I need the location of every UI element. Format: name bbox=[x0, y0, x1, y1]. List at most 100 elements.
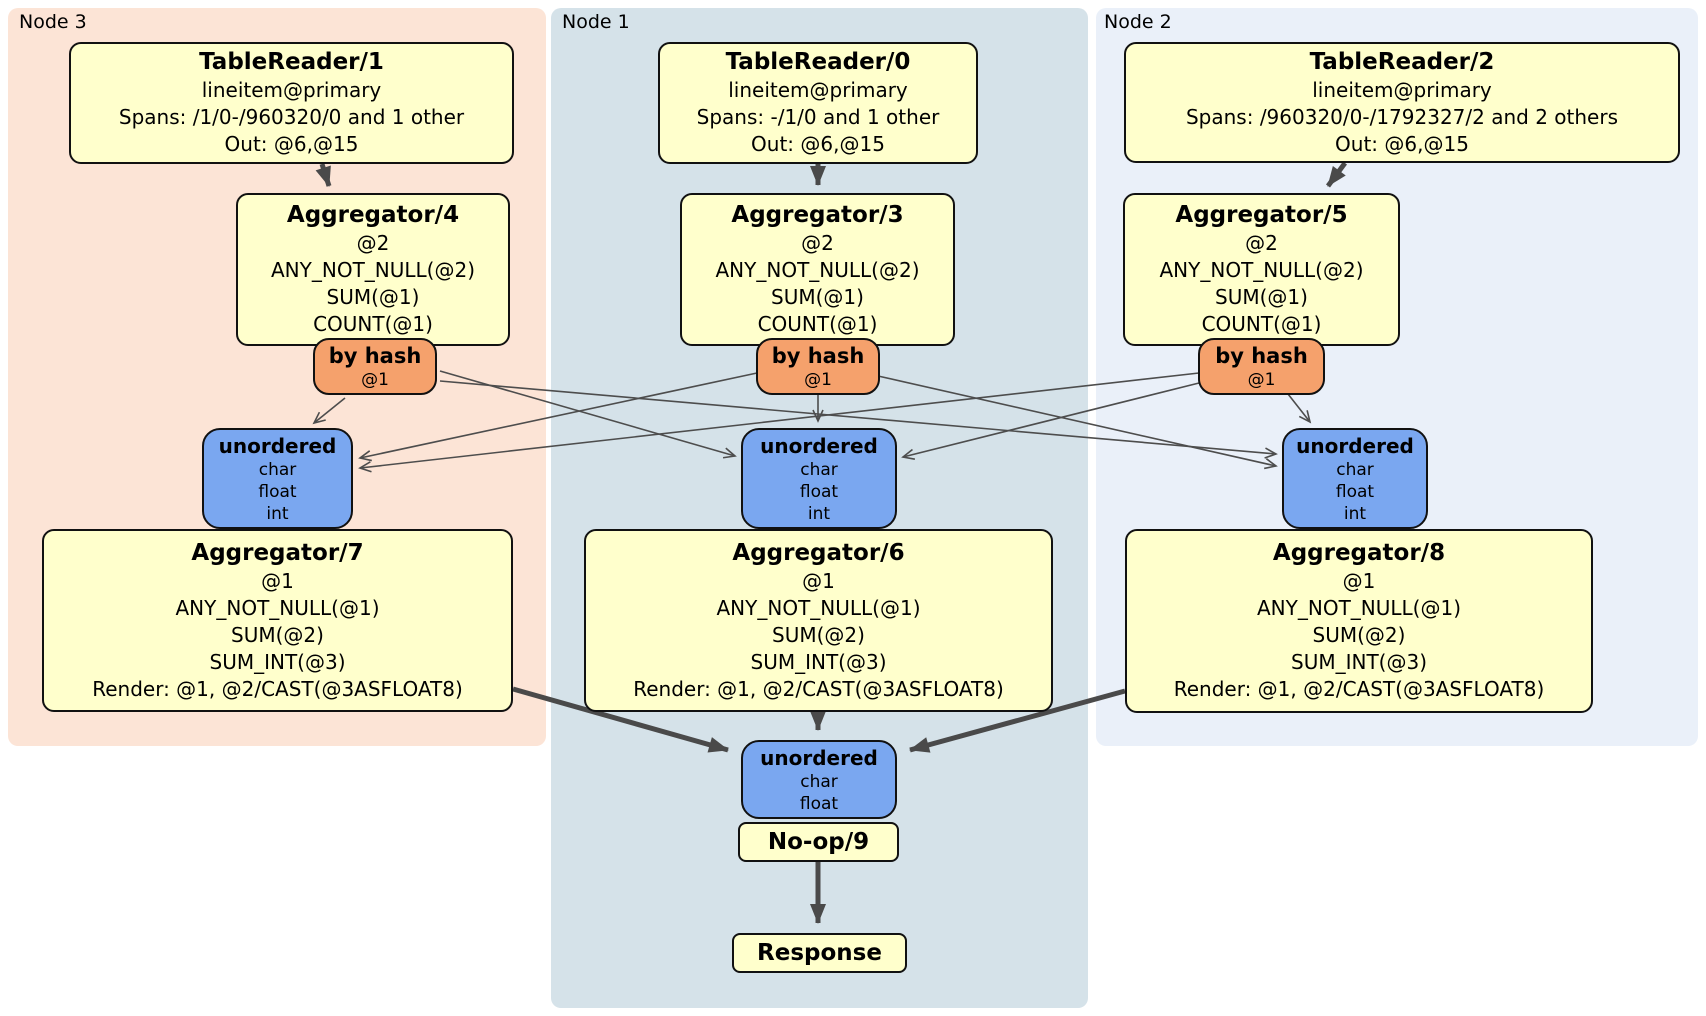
aggregator-3-box: Aggregator/3 @2 ANY_NOT_NULL(@2) SUM(@1)… bbox=[680, 193, 955, 346]
processor-line: lineitem@primary bbox=[728, 78, 908, 102]
processor-line: ANY_NOT_NULL(@2) bbox=[1159, 258, 1364, 282]
unordered-sync-final: unordered char float bbox=[741, 740, 897, 819]
node2-region-label: Node 2 bbox=[1104, 11, 1172, 33]
noop-9-box: No-op/9 bbox=[738, 822, 899, 862]
processor-line: Render: @1, @2/CAST(@3ASFLOAT8) bbox=[1173, 677, 1545, 701]
unordered-sync-node1: unordered char float int bbox=[741, 428, 897, 529]
processor-line: SUM(@1) bbox=[1215, 285, 1308, 309]
processor-line: COUNT(@1) bbox=[757, 312, 878, 336]
router-line: @1 bbox=[361, 369, 389, 390]
processor-line: SUM(@2) bbox=[772, 622, 865, 647]
edge-router2-sync2 bbox=[1287, 393, 1312, 424]
processor-line: COUNT(@1) bbox=[313, 312, 433, 336]
processor-line: Out: @6,@15 bbox=[751, 132, 885, 156]
processor-line: Out: @6,@15 bbox=[1335, 131, 1469, 156]
edge-router1-sync3 bbox=[358, 372, 758, 462]
router-line: @1 bbox=[804, 369, 832, 390]
edge-tablereader2-aggregator5 bbox=[1325, 161, 1348, 188]
by-hash-router-node2: by hash @1 bbox=[1198, 338, 1325, 395]
processor-title: Aggregator/5 bbox=[1175, 202, 1348, 228]
processor-line: @2 bbox=[1245, 231, 1278, 255]
aggregator-8-box: Aggregator/8 @1 ANY_NOT_NULL(@1) SUM(@2)… bbox=[1125, 529, 1593, 713]
sync-line: int bbox=[807, 503, 831, 524]
sync-title: unordered bbox=[1296, 433, 1414, 458]
tablereader-2-box: TableReader/2 lineitem@primary Spans: /9… bbox=[1124, 42, 1680, 163]
processor-line: @1 bbox=[802, 568, 835, 593]
aggregator-6-box: Aggregator/6 @1 ANY_NOT_NULL(@1) SUM(@2)… bbox=[584, 529, 1053, 712]
processor-line: Spans: /960320/0-/1792327/2 and 2 others bbox=[1185, 104, 1618, 129]
node1-region-label: Node 1 bbox=[562, 11, 630, 33]
processor-line: Render: @1, @2/CAST(@3ASFLOAT8) bbox=[633, 676, 1004, 701]
processor-line: SUM(@1) bbox=[771, 285, 864, 309]
processor-line: @2 bbox=[356, 231, 390, 255]
router-line: @1 bbox=[1247, 369, 1276, 390]
processor-line: ANY_NOT_NULL(@1) bbox=[175, 595, 380, 620]
aggregator-5-box: Aggregator/5 @2 ANY_NOT_NULL(@2) SUM(@1)… bbox=[1123, 193, 1400, 346]
sync-title: unordered bbox=[760, 433, 878, 458]
aggregator-4-box: Aggregator/4 @2 ANY_NOT_NULL(@2) SUM(@1)… bbox=[236, 193, 510, 346]
unordered-sync-node2: unordered char float int bbox=[1282, 428, 1428, 529]
processor-title: Aggregator/6 bbox=[732, 539, 905, 566]
sync-line: int bbox=[1343, 503, 1367, 524]
processor-title: TableReader/0 bbox=[725, 49, 911, 75]
processor-line: Spans: -/1/0 and 1 other bbox=[696, 105, 940, 129]
processor-line: Render: @1, @2/CAST(@3ASFLOAT8) bbox=[92, 676, 463, 701]
processor-line: SUM_INT(@3) bbox=[1291, 650, 1427, 674]
processor-title: Response bbox=[757, 940, 882, 966]
processor-line: ANY_NOT_NULL(@2) bbox=[715, 258, 920, 282]
sync-line: float bbox=[258, 481, 297, 502]
by-hash-router-node3: by hash @1 bbox=[313, 338, 437, 395]
router-title: by hash bbox=[771, 343, 865, 368]
aggregator-7-box: Aggregator/7 @1 ANY_NOT_NULL(@1) SUM(@2)… bbox=[42, 529, 513, 712]
router-title: by hash bbox=[1215, 343, 1308, 368]
edge-router3-sync1 bbox=[439, 370, 737, 459]
processor-line: SUM_INT(@3) bbox=[209, 649, 346, 674]
sync-title: unordered bbox=[218, 433, 337, 458]
processor-title: No-op/9 bbox=[767, 829, 870, 855]
processor-title: TableReader/1 bbox=[199, 49, 384, 75]
edge-router3-sync3 bbox=[312, 397, 346, 425]
processor-line: SUM(@1) bbox=[326, 285, 420, 309]
processor-line: SUM(@2) bbox=[1312, 623, 1406, 647]
router-title: by hash bbox=[328, 343, 422, 368]
edge-router3-sync2 bbox=[439, 380, 1278, 459]
processor-line: Spans: /1/0-/960320/0 and 1 other bbox=[118, 105, 465, 129]
processor-line: SUM_INT(@3) bbox=[750, 649, 887, 674]
tablereader-0-box: TableReader/0 lineitem@primary Spans: -/… bbox=[658, 42, 978, 164]
processor-line: @1 bbox=[261, 568, 294, 593]
sync-line: float bbox=[799, 481, 839, 502]
processor-line: ANY_NOT_NULL(@2) bbox=[271, 258, 475, 282]
processor-line: SUM(@2) bbox=[231, 622, 324, 647]
edge-tablereader1-aggregator4 bbox=[315, 163, 332, 187]
processor-line: @2 bbox=[801, 231, 834, 255]
sync-line: char bbox=[800, 459, 838, 480]
processor-title: Aggregator/8 bbox=[1272, 540, 1446, 566]
edge-router1-sync2 bbox=[877, 375, 1278, 470]
sync-line: char bbox=[800, 771, 838, 792]
processor-title: Aggregator/4 bbox=[286, 202, 460, 228]
sync-line: float bbox=[799, 793, 839, 814]
edge-router2-sync3 bbox=[358, 372, 1200, 473]
edge-aggregator7-final-sync bbox=[512, 686, 729, 753]
processor-title: Aggregator/3 bbox=[731, 202, 904, 228]
sync-line: char bbox=[1336, 459, 1374, 480]
sync-line: char bbox=[258, 459, 297, 480]
sync-title: unordered bbox=[760, 745, 878, 770]
edge-aggregator8-final-sync bbox=[909, 688, 1126, 753]
processor-line: COUNT(@1) bbox=[1201, 312, 1322, 336]
processor-title: TableReader/2 bbox=[1309, 48, 1495, 75]
by-hash-router-node1: by hash @1 bbox=[756, 338, 880, 395]
processor-line: lineitem@primary bbox=[201, 78, 382, 102]
processor-line: ANY_NOT_NULL(@1) bbox=[716, 595, 921, 620]
processor-line: ANY_NOT_NULL(@1) bbox=[1257, 596, 1461, 620]
unordered-sync-node3: unordered char float int bbox=[202, 428, 353, 529]
processor-line: Out: @6,@15 bbox=[224, 132, 359, 156]
processor-line: @1 bbox=[1342, 569, 1376, 593]
edge-router2-sync1 bbox=[901, 382, 1200, 460]
processor-title: Aggregator/7 bbox=[191, 539, 364, 566]
response-box: Response bbox=[732, 933, 907, 973]
sync-line: float bbox=[1335, 481, 1375, 502]
processor-line: lineitem@primary bbox=[1312, 77, 1492, 102]
